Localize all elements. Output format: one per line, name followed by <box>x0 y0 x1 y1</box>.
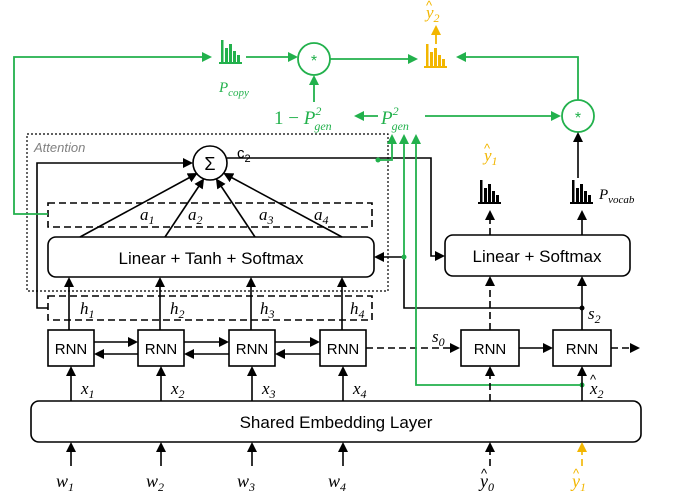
svg-text:h4: h4 <box>350 299 365 321</box>
hidden-state-labels: h1 h2 h3 h4 <box>80 299 365 321</box>
svg-text:RNN: RNN <box>474 341 507 358</box>
p-copy-label: Pcopy <box>218 80 249 99</box>
attention-linear-tanh-softmax-label: Linear + Tanh + Softmax <box>119 249 304 268</box>
svg-text:w4: w4 <box>328 471 346 494</box>
svg-text:RNN: RNN <box>327 341 360 358</box>
svg-text:a3: a3 <box>259 205 274 227</box>
s0-label: s0 <box>432 327 445 349</box>
attention-label: Attention <box>33 140 85 155</box>
sum-symbol: Σ <box>204 154 215 174</box>
hidden-states-box <box>47 295 373 321</box>
decoder-linear-softmax-label: Linear + Softmax <box>473 247 602 266</box>
svg-text:^: ^ <box>481 466 488 481</box>
bar-chart-icon <box>219 40 242 64</box>
svg-text:^: ^ <box>573 466 580 481</box>
svg-text:a1: a1 <box>140 205 155 227</box>
bar-chart-icon <box>570 180 593 204</box>
y2-hat-label: y2 <box>424 3 440 25</box>
svg-text:h2: h2 <box>170 299 185 321</box>
attention-weights-box <box>47 202 373 228</box>
s2-label: s2 <box>588 304 601 326</box>
svg-text:x2: x2 <box>589 379 604 401</box>
bar-chart-icon <box>424 44 447 68</box>
svg-text:x4: x4 <box>352 379 367 401</box>
svg-text:y0: y0 <box>478 471 494 494</box>
svg-text:h1: h1 <box>80 299 95 321</box>
attention-region <box>26 133 389 292</box>
svg-text:x1: x1 <box>80 379 95 401</box>
svg-text:x2: x2 <box>170 379 185 401</box>
svg-text:RNN: RNN <box>55 341 88 358</box>
bar-chart-icon <box>478 180 501 204</box>
svg-text:w2: w2 <box>146 471 164 494</box>
encoder-rnns: RNN RNN RNN RNN <box>47 329 367 367</box>
shared-embedding-box <box>30 400 642 443</box>
svg-text:x3: x3 <box>261 379 276 401</box>
sum-node <box>192 145 228 181</box>
svg-text:^: ^ <box>484 141 491 156</box>
p-vocab-label: Pvocab <box>598 187 635 206</box>
context-vector-label: c2 <box>237 145 251 165</box>
svg-text:h3: h3 <box>260 299 275 321</box>
shared-embedding-label: Shared Embedding Layer <box>240 413 433 432</box>
svg-text:*: * <box>575 110 581 127</box>
svg-text:RNN: RNN <box>145 341 178 358</box>
svg-text:*: * <box>311 53 317 70</box>
y1-hat-label: y1 <box>482 146 498 168</box>
decoder-linear-softmax-box <box>444 234 631 277</box>
svg-text:w3: w3 <box>237 471 255 494</box>
attention-weight-labels: a1 a2 a3 a4 <box>140 205 329 227</box>
svg-text:^: ^ <box>426 0 433 13</box>
svg-text:RNN: RNN <box>566 341 599 358</box>
svg-text:RNN: RNN <box>236 341 269 358</box>
svg-text:a4: a4 <box>314 205 329 227</box>
embedding-output-labels: x1 x2 x3 x4 x2 ^ <box>80 372 604 401</box>
svg-text:^: ^ <box>590 372 597 387</box>
svg-text:y1: y1 <box>570 471 586 494</box>
svg-text:w1: w1 <box>56 471 74 494</box>
svg-text:a2: a2 <box>188 205 203 227</box>
input-token-labels: w1 w2 w3 w4 y0 ^ y1 ^ <box>56 466 586 494</box>
